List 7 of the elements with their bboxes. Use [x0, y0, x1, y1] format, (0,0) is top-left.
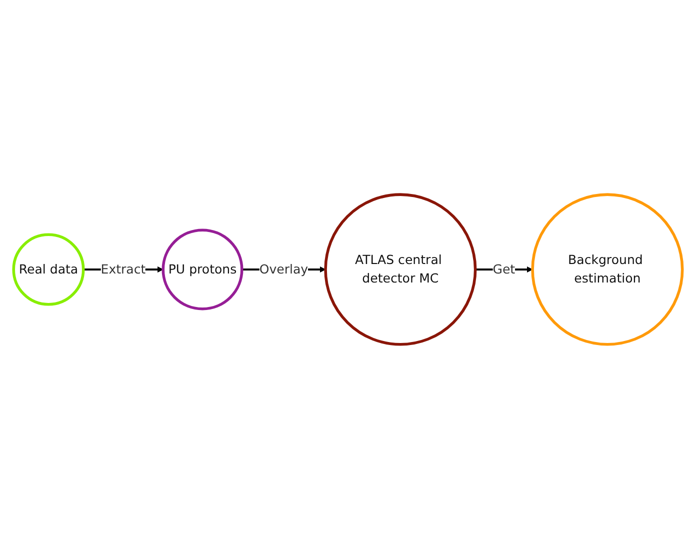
- node-circle: Real data: [12, 233, 85, 306]
- node-circle: Background estimation: [531, 193, 684, 346]
- edge-label: Get: [492, 262, 516, 277]
- node-circle: PU protons: [162, 228, 244, 310]
- edge-label: Extract: [100, 262, 146, 277]
- edge-label: Overlay: [259, 262, 308, 277]
- node-circle: ATLAS central detector MC: [324, 193, 477, 346]
